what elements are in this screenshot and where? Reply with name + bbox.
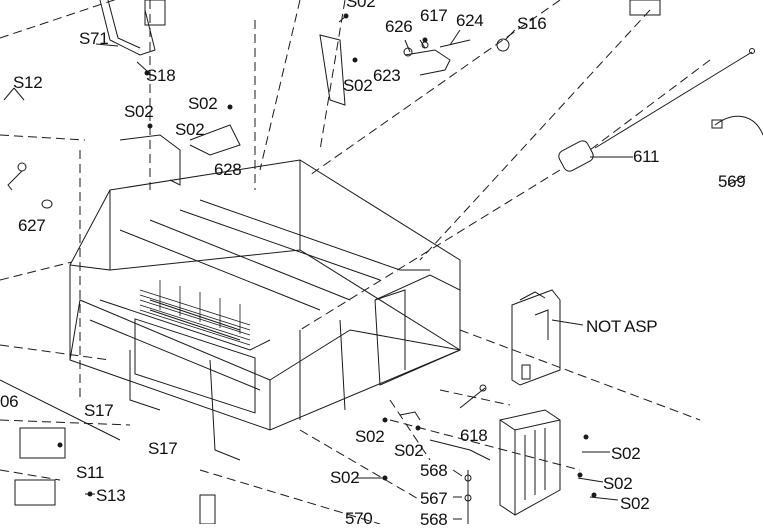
label-617: 617 bbox=[420, 6, 448, 25]
label-s02: S02 bbox=[620, 494, 650, 513]
label-624: 624 bbox=[456, 11, 484, 30]
label-s17: S17 bbox=[148, 439, 178, 458]
label-570: 570 bbox=[345, 509, 373, 528]
label-s13: S13 bbox=[96, 486, 126, 505]
label-s02: S02 bbox=[175, 120, 205, 139]
label-s18: S18 bbox=[146, 66, 176, 85]
label-568: 568 bbox=[420, 461, 448, 480]
cable-569 bbox=[711, 115, 763, 136]
label-568: 568 bbox=[420, 510, 448, 529]
label-not-asp: NOT ASP bbox=[586, 317, 658, 336]
leader-lines bbox=[3, 15, 746, 520]
main-chassis bbox=[69, 159, 461, 461]
label-s02: S02 bbox=[394, 441, 424, 460]
not-asp-part bbox=[511, 289, 561, 386]
label-567: 567 bbox=[420, 489, 448, 508]
motor-611 bbox=[299, 48, 755, 331]
label-s17: S17 bbox=[84, 401, 114, 420]
screws bbox=[57, 13, 597, 498]
label-s11: S11 bbox=[76, 463, 105, 482]
label-s12: S12 bbox=[13, 73, 43, 92]
label-06: 06 bbox=[0, 392, 19, 411]
label-s02: S02 bbox=[188, 94, 218, 113]
label-s16: S16 bbox=[517, 14, 547, 33]
top-brackets bbox=[99, 0, 661, 186]
roller-mechanism bbox=[139, 280, 251, 346]
label-s02: S02 bbox=[611, 444, 641, 463]
label-618: 618 bbox=[460, 426, 488, 445]
label-s71: S71 bbox=[79, 29, 109, 48]
label-s02: S02 bbox=[124, 102, 154, 121]
bottom-right-frame bbox=[499, 409, 561, 516]
label-611: 611 bbox=[633, 147, 660, 166]
label-627: 627 bbox=[18, 216, 46, 235]
label-628: 628 bbox=[214, 160, 242, 179]
label-s02: S02 bbox=[346, 0, 376, 11]
label-s02: S02 bbox=[355, 427, 385, 446]
label-s02: S02 bbox=[343, 76, 373, 95]
label-s02: S02 bbox=[603, 474, 633, 493]
label-s02: S02 bbox=[330, 468, 360, 487]
dashed-guide-lines bbox=[0, 0, 711, 524]
label-626: 626 bbox=[385, 17, 413, 36]
label-623: 623 bbox=[373, 66, 401, 85]
label-569: 569 bbox=[718, 172, 746, 191]
small-parts bbox=[0, 162, 491, 524]
